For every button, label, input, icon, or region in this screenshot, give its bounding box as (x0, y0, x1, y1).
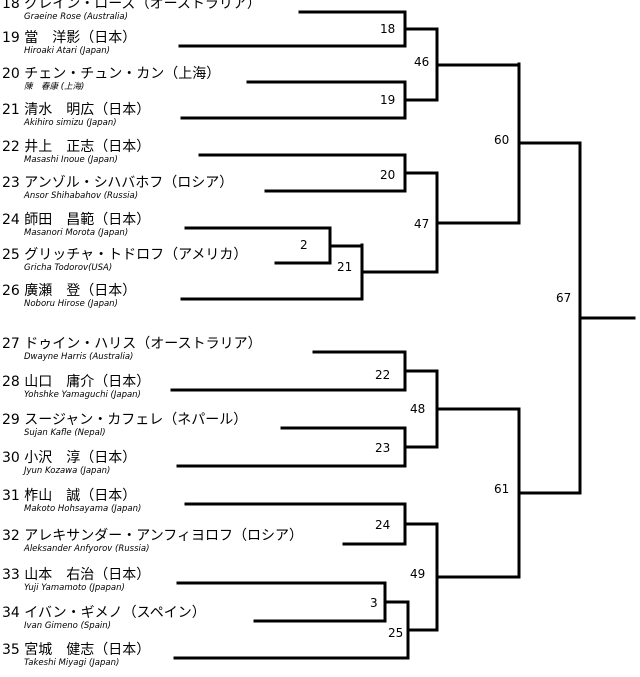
entry-name: 24 師田 昌範（日本） (2, 212, 151, 228)
entry-name: 26 廣瀬 登（日本） (2, 283, 137, 299)
match-label-18: 18 (380, 22, 396, 36)
match-label-25: 25 (388, 626, 404, 640)
entry-romaji: Sujan Kafle (Nepal) (24, 428, 106, 438)
entry-22: 22 井上 正志（日本）Masashi Inoue (Japan) (2, 139, 150, 165)
entry-name: 25 グリッチャ・トドロフ（アメリカ） (2, 247, 248, 263)
entry-romaji: Aleksander Anfyorov (Russia) (24, 544, 150, 554)
entry-romaji: Ansor Shihabahov (Russia) (24, 191, 139, 201)
entry-name: 19 當 洋影（日本） (2, 30, 137, 46)
entry-name: 35 宮城 健志（日本） (2, 642, 151, 658)
match-label-49: 49 (410, 567, 426, 581)
entry-27: 27 ドゥイン・ハリス（オーストラリア）Dwayne Harris (Austr… (2, 336, 262, 362)
match-label-46: 46 (414, 55, 430, 69)
entry-34: 34 イバン・ギメノ（スペイン）Ivan Gimeno (Spain) (2, 605, 206, 631)
match-label-60: 60 (494, 133, 510, 147)
match-label-61: 61 (494, 482, 510, 496)
entry-romaji: Takeshi Miyagi (Japan) (24, 658, 120, 668)
entry-name: 34 イバン・ギメノ（スペイン） (2, 605, 206, 621)
entry-name: 28 山口 庸介（日本） (2, 374, 151, 390)
match-label-67: 67 (556, 291, 572, 305)
entry-romaji: Masashi Inoue (Japan) (24, 155, 118, 165)
entry-23: 23 アンゾル・シハバホフ（ロシア）Ansor Shihabahov (Russ… (2, 175, 233, 201)
entry-24: 24 師田 昌範（日本）Masanori Morota (Japan) (2, 212, 150, 238)
entry-romaji: Jyun Kozawa (Japan) (24, 466, 111, 476)
match-label-47: 47 (414, 217, 430, 231)
entry-name: 23 アンゾル・シハバホフ（ロシア） (2, 175, 234, 191)
entry-20: 20 チェン・チュン・カン（上海）陳 春康 (上海) (2, 66, 220, 92)
entry-name: 32 アレキサンダー・アンフィヨロフ（ロシア） (2, 528, 304, 544)
entry-30: 30 小沢 淳（日本）Jyun Kozawa (Japan) (2, 450, 136, 476)
entry-romaji: Hiroaki Atari (Japan) (24, 46, 110, 56)
entry-romaji: Graeine Rose (Australia) (24, 12, 128, 22)
match-label-2: 2 (300, 238, 308, 252)
entry-26: 26 廣瀬 登（日本）Noboru Hirose (Japan) (2, 283, 136, 309)
entry-name: 29 スージャン・カフェレ（ネパール） (2, 412, 248, 428)
entry-name: 27 ドゥイン・ハリス（オーストラリア） (2, 336, 262, 352)
entry-19: 19 當 洋影（日本）Hiroaki Atari (Japan) (2, 30, 136, 56)
entry-name: 21 清水 明広（日本） (2, 102, 151, 118)
entry-29: 29 スージャン・カフェレ（ネパール）Sujan Kafle (Nepal) (2, 412, 247, 438)
match-label-20: 20 (380, 168, 396, 182)
entry-name: 33 山本 右治（日本） (2, 567, 151, 583)
entry-31: 31 柞山 誠（日本）Makoto Hohsayama (Japan) (2, 488, 141, 514)
match-label-48: 48 (410, 402, 426, 416)
entry-romaji: Gricha Todorov(USA) (24, 263, 113, 273)
match-label-19: 19 (380, 93, 396, 107)
entry-name: 31 柞山 誠（日本） (2, 488, 137, 504)
entry-18: 18 グレイン・ローズ（オーストラリア）Graeine Rose (Austra… (2, 0, 261, 22)
entry-romaji: Akihiro simizu (Japan) (24, 118, 117, 128)
match-label-24: 24 (375, 518, 391, 532)
entry-name: 20 チェン・チュン・カン（上海） (2, 66, 221, 82)
entry-32: 32 アレキサンダー・アンフィヨロフ（ロシア）Aleksander Anfyor… (2, 528, 303, 554)
entry-romaji: Masanori Morota (Japan) (24, 228, 129, 238)
entry-name: 30 小沢 淳（日本） (2, 450, 137, 466)
entry-romaji: Yuji Yamamoto (Jpapan) (24, 583, 125, 593)
entry-33: 33 山本 右治（日本）Yuji Yamamoto (Jpapan) (2, 567, 150, 593)
entry-romaji: 陳 春康 (上海) (24, 82, 85, 92)
match-label-23: 23 (375, 441, 391, 455)
entry-romaji: Ivan Gimeno (Spain) (24, 621, 111, 631)
entry-romaji: Yohshke Yamaguchi (Japan) (24, 390, 141, 400)
match-label-22: 22 (375, 368, 391, 382)
match-label-21: 21 (337, 260, 353, 274)
entry-35: 35 宮城 健志（日本）Takeshi Miyagi (Japan) (2, 642, 150, 668)
entry-28: 28 山口 庸介（日本）Yohshke Yamaguchi (Japan) (2, 374, 150, 400)
entry-romaji: Makoto Hohsayama (Japan) (24, 504, 142, 514)
entry-romaji: Noboru Hirose (Japan) (24, 299, 118, 309)
entry-name: 18 グレイン・ローズ（オーストラリア） (2, 0, 261, 12)
entry-21: 21 清水 明広（日本）Akihiro simizu (Japan) (2, 102, 150, 128)
entry-name: 22 井上 正志（日本） (2, 139, 151, 155)
entry-25: 25 グリッチャ・トドロフ（アメリカ）Gricha Todorov(USA) (2, 247, 247, 273)
entry-romaji: Dwayne Harris (Australia) (24, 352, 134, 362)
match-label-3: 3 (370, 596, 378, 610)
